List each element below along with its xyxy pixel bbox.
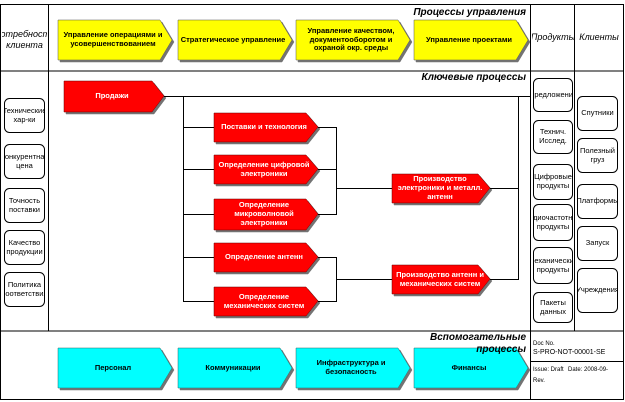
product-box-2 bbox=[533, 120, 573, 154]
support-arrows bbox=[57, 347, 529, 389]
product-box-4 bbox=[533, 204, 573, 241]
needs-column-header: Потребности клиента bbox=[2, 29, 47, 50]
support-process-3: Инфраструктура и безопасность bbox=[316, 358, 386, 376]
branch-arrow-2 bbox=[213, 154, 319, 185]
branch-process-2: Определение цифровой электроники bbox=[218, 159, 310, 178]
branch-process-4: Определение антенн bbox=[225, 252, 303, 262]
sales-arrow bbox=[63, 80, 165, 113]
product-1: Предложения bbox=[534, 89, 572, 99]
support-process-1: Персонал bbox=[94, 362, 132, 372]
management-arrow-4 bbox=[413, 19, 529, 61]
doc-info-frame bbox=[530, 331, 624, 400]
product-2: Технич. Исслед. bbox=[539, 127, 567, 145]
product-6: Пакеты данных bbox=[540, 297, 566, 316]
client-4: Запуск bbox=[585, 238, 610, 248]
product-box-5 bbox=[533, 247, 573, 284]
management-process-2: Стратегическое управление bbox=[180, 34, 286, 44]
need-box-3 bbox=[4, 188, 45, 223]
client-box-2 bbox=[577, 138, 618, 173]
product-box-3 bbox=[533, 164, 573, 200]
need-5: Политика соответствия bbox=[5, 279, 44, 298]
client-box-1 bbox=[577, 96, 618, 131]
support-arrow-1 bbox=[57, 347, 173, 389]
client-2: Полезный груз bbox=[580, 145, 615, 164]
doc-rev: Rev. bbox=[533, 378, 545, 384]
sales-process: Продажи bbox=[95, 91, 129, 101]
branch-arrow-4 bbox=[213, 242, 319, 273]
management-section-title: Процессы управления bbox=[413, 7, 526, 19]
need-box-1 bbox=[4, 98, 45, 133]
support-process-2: Коммуникации bbox=[205, 362, 261, 372]
products-column-header: Продукты bbox=[532, 31, 574, 42]
client-1: Спутники bbox=[581, 108, 614, 118]
need-box-5 bbox=[4, 272, 45, 307]
support-process-4: Финансы bbox=[451, 362, 487, 372]
need-2: Конкурентная цена bbox=[5, 151, 44, 170]
product-box-1 bbox=[533, 78, 573, 112]
product-3: Цифровые продукты bbox=[534, 172, 572, 190]
production-arrow-1 bbox=[391, 173, 491, 204]
branch-arrow-3 bbox=[213, 198, 319, 231]
support-arrow-2 bbox=[177, 347, 293, 389]
branch-process-5: Определение механических систем bbox=[223, 291, 305, 310]
management-process-3: Управление качеством, документооборотом … bbox=[307, 25, 395, 53]
production-process-1: Производство электроники и металл. антен… bbox=[397, 174, 483, 201]
client-box-4 bbox=[577, 226, 618, 261]
management-arrow-3 bbox=[295, 19, 411, 61]
doc-number-label: Doc No. bbox=[533, 341, 555, 347]
need-box-4 bbox=[4, 230, 45, 265]
need-3: Точность поставки bbox=[8, 195, 41, 214]
client-5: Учреждения bbox=[578, 285, 617, 295]
connectors bbox=[164, 96, 530, 302]
client-box-3 bbox=[577, 184, 618, 219]
support-arrow-3 bbox=[295, 347, 411, 389]
branch-arrow-1 bbox=[213, 112, 319, 143]
key-section-title: Ключевые процессы bbox=[421, 71, 526, 83]
management-arrow-1 bbox=[57, 19, 173, 61]
need-box-2 bbox=[4, 144, 45, 179]
support-arrow-4 bbox=[413, 347, 529, 389]
box-outlines bbox=[4, 78, 618, 323]
need-1: Технические хар-ки bbox=[5, 105, 44, 124]
branch-process-1: Поставки и технология bbox=[221, 122, 307, 132]
key-arrows bbox=[63, 80, 491, 317]
client-3: Платформы bbox=[578, 196, 617, 206]
product-box-6 bbox=[533, 292, 573, 323]
management-arrow-2 bbox=[177, 19, 293, 61]
doc-date: Date: 2008-09- bbox=[568, 367, 609, 373]
doc-issue: Issue: Draft bbox=[533, 367, 564, 373]
management-process-1: Управление операциями и усовершенствован… bbox=[63, 30, 163, 48]
product-5: Механические продукты bbox=[534, 255, 572, 274]
need-4: Качество продукции bbox=[6, 237, 43, 256]
clients-column-header: Клиенты bbox=[579, 31, 619, 42]
production-process-2: Производство антенн и механических систе… bbox=[396, 269, 484, 288]
client-box-5 bbox=[577, 268, 618, 313]
production-arrow-2 bbox=[391, 264, 491, 295]
management-process-4: Управление проектами bbox=[425, 34, 513, 44]
branch-arrow-5 bbox=[213, 286, 319, 317]
branch-process-3: Определение микроволновой электроники bbox=[234, 200, 294, 227]
product-4: Радиочастотные продукты bbox=[534, 212, 572, 231]
doc-number: S-PRO-NOT-00001-SE bbox=[533, 349, 606, 356]
frame bbox=[0, 4, 624, 400]
support-section-title: Вспомогательные процессы bbox=[429, 332, 526, 355]
management-arrows bbox=[57, 19, 529, 61]
